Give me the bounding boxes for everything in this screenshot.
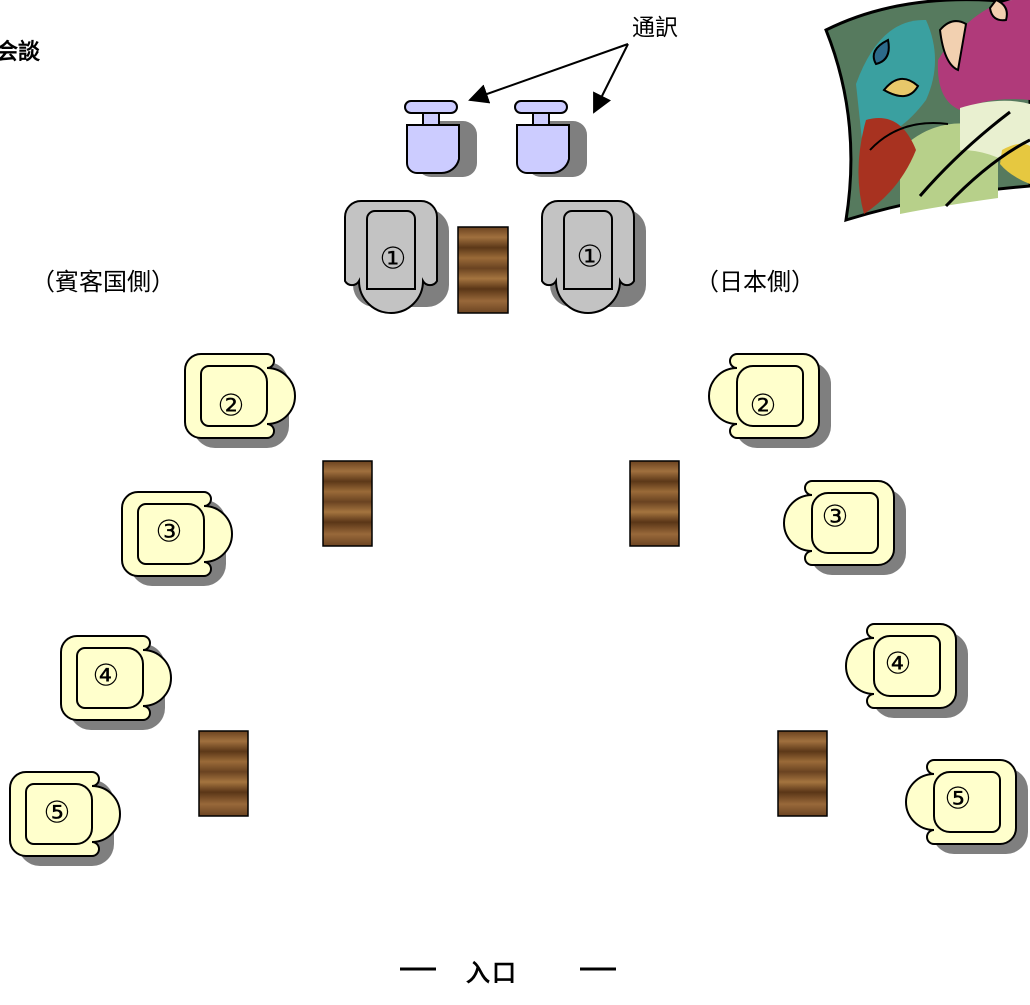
table-center bbox=[457, 226, 509, 314]
seat-number-japan-2: ② bbox=[750, 389, 777, 424]
table-japan-lower bbox=[777, 730, 828, 817]
interpreter-arrows bbox=[468, 43, 629, 114]
seat-number-japan-3: ③ bbox=[822, 500, 849, 535]
table-japan-upper bbox=[629, 460, 680, 547]
seat-number-japan-4: ④ bbox=[885, 647, 912, 682]
table-guest-upper bbox=[322, 460, 373, 547]
seat-number-lead-japan: ① bbox=[577, 240, 604, 275]
japan-side-label: （日本側） bbox=[695, 268, 815, 296]
seat-number-guest-5: ⑤ bbox=[44, 796, 71, 831]
table-guest-lower bbox=[198, 730, 249, 817]
diagram-title: 会談 bbox=[0, 40, 41, 65]
seat-number-guest-2: ② bbox=[218, 389, 245, 424]
people-meeting-clipart bbox=[824, 0, 1030, 223]
seat-number-lead-guest: ① bbox=[380, 242, 407, 277]
seat-number-japan-5: ⑤ bbox=[945, 782, 972, 817]
seat-number-guest-4: ④ bbox=[93, 659, 120, 694]
entrance-label: 入口 bbox=[466, 959, 518, 987]
interpreter-seat-left bbox=[404, 100, 478, 178]
guest-side-label: （賓客国側） bbox=[31, 268, 175, 296]
seat-number-guest-3: ③ bbox=[156, 515, 183, 550]
interpreter-label: 通訳 bbox=[632, 15, 678, 41]
interpreter-seat-right bbox=[514, 100, 588, 178]
